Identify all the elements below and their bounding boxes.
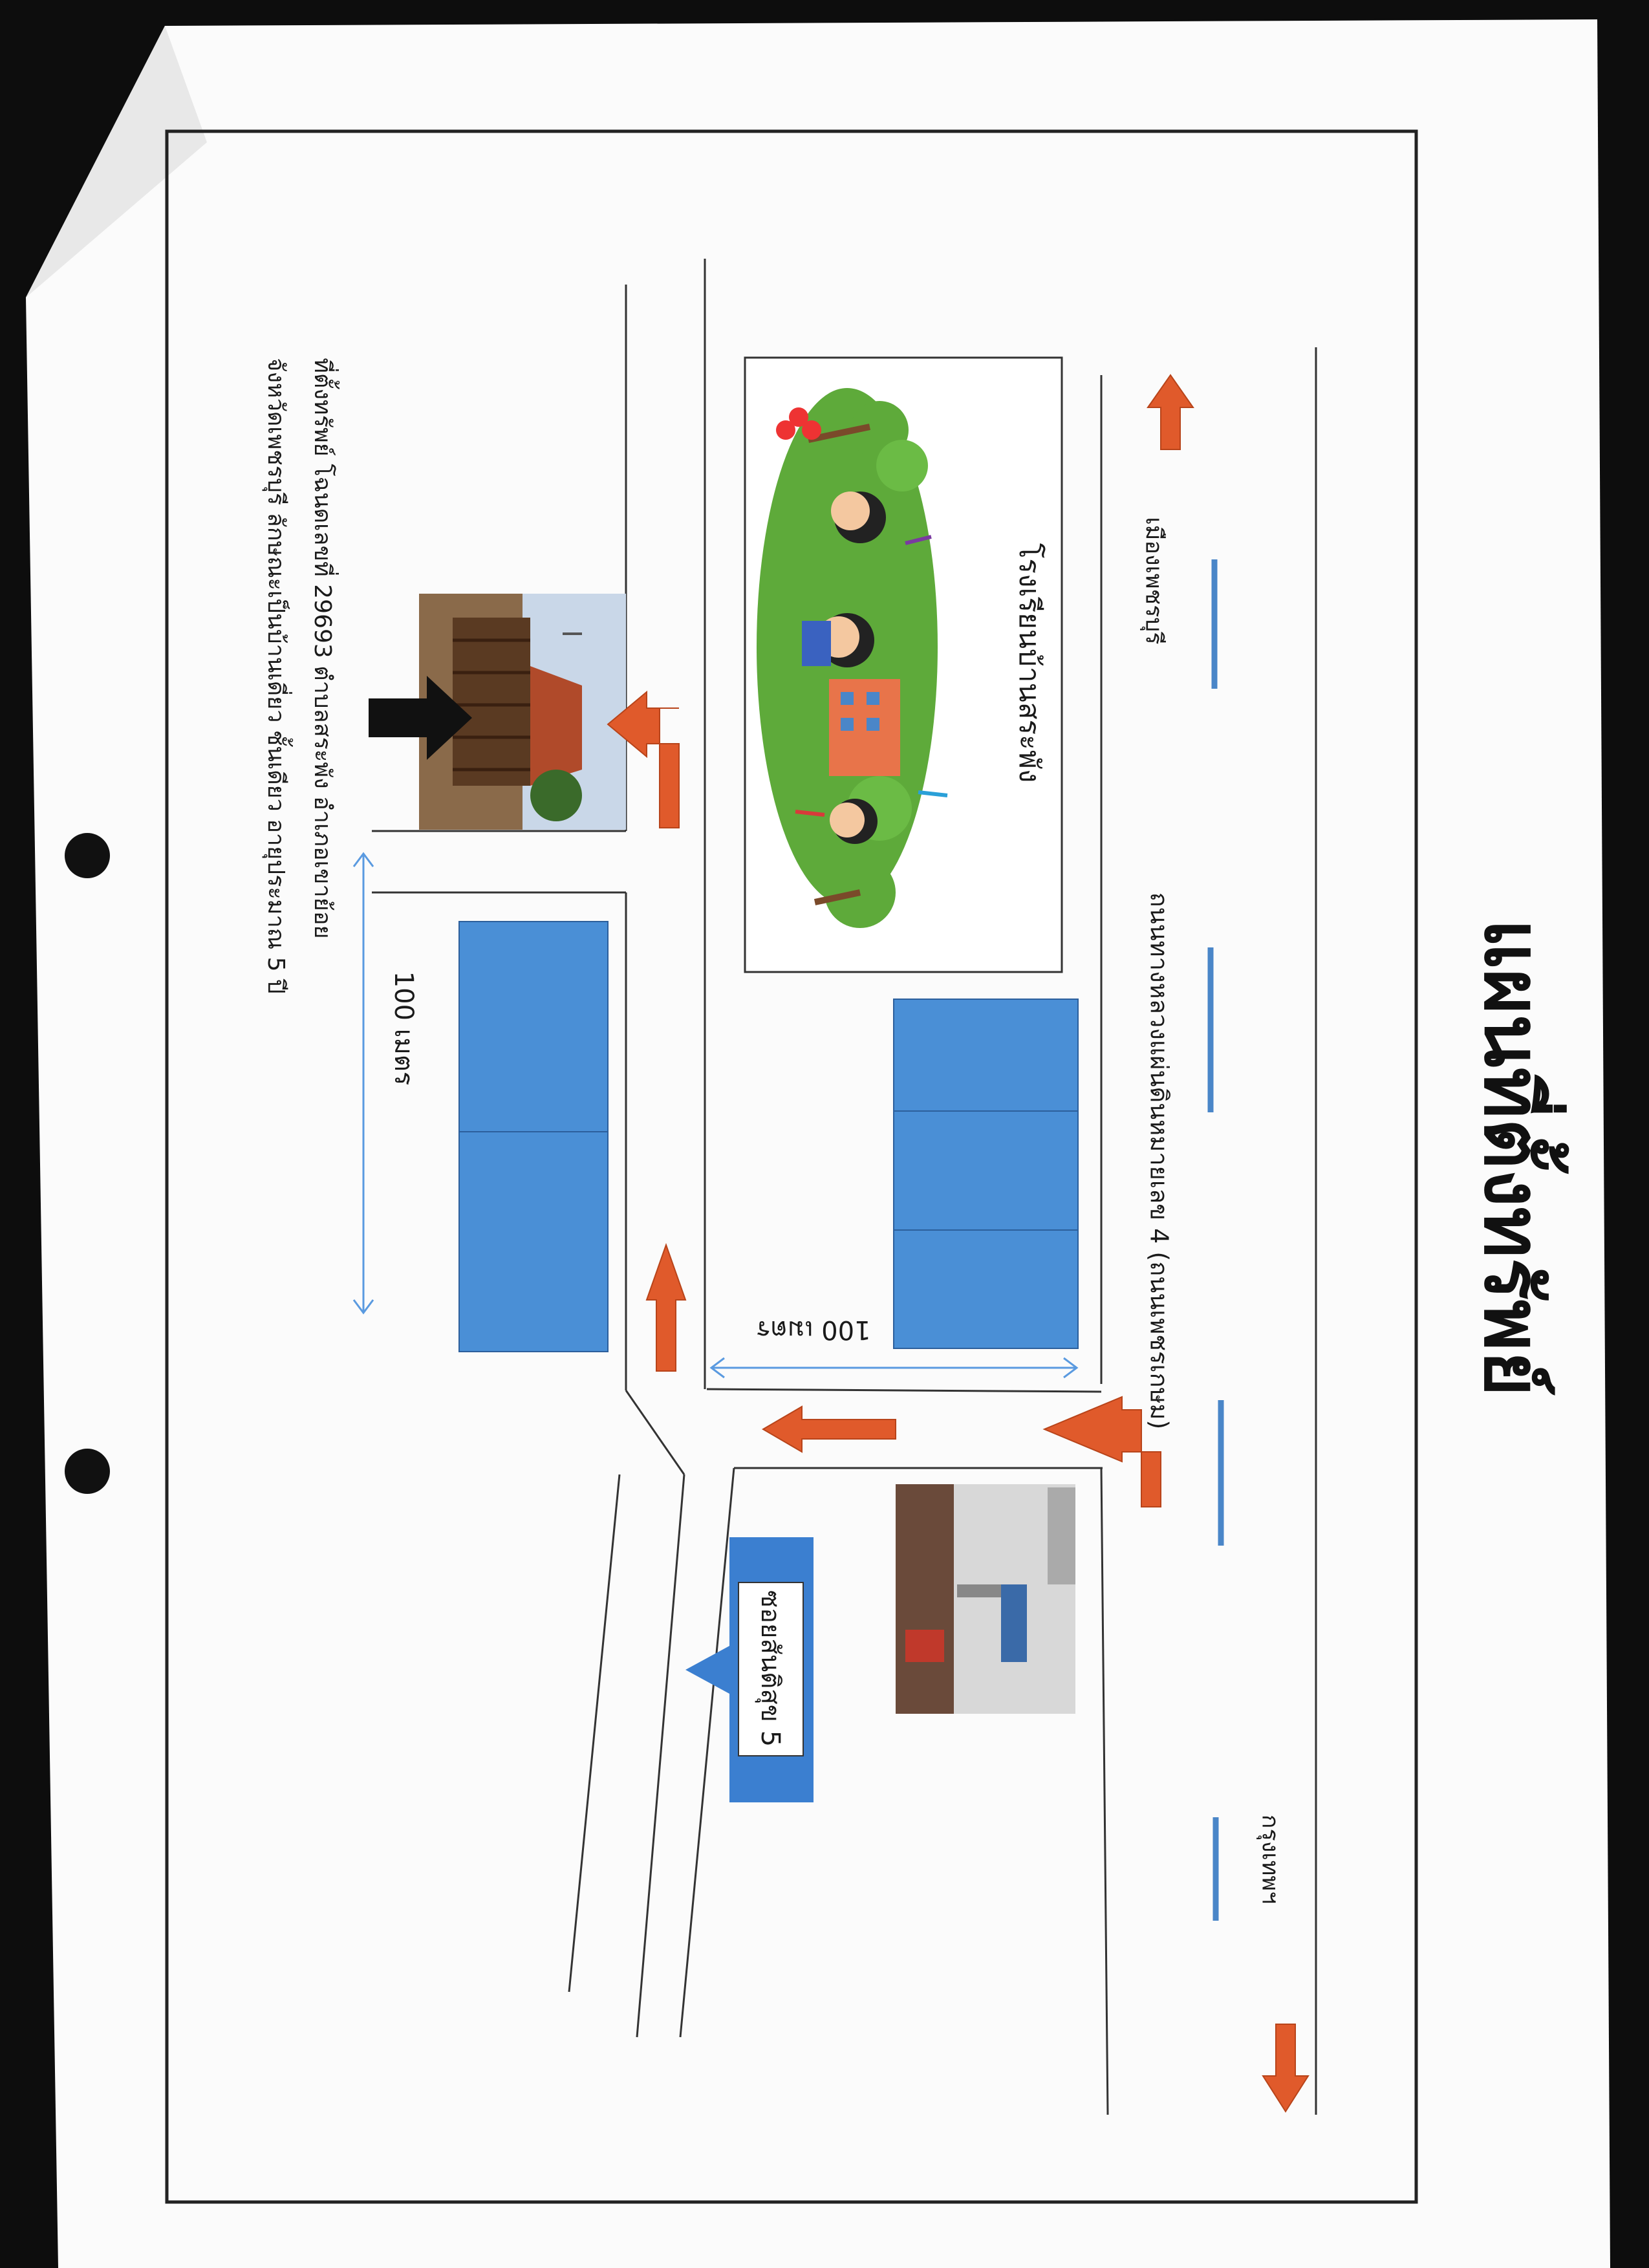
soi-entrance-edge [625,1390,685,1475]
school-illustration [757,388,948,928]
arrow-up-north [1147,374,1194,450]
soi-edge-bottom [706,1388,1102,1393]
orange-arrows [607,374,1310,2113]
direction-south-label: กรุงเทพฯ [1256,1814,1284,1905]
main-road-label: ถนนทางหลวงแผ่นดินหมายเลข 4 (ถนนเพชรเกษม) [1145,892,1174,1430]
punch-hole [65,1449,110,1494]
arrow-along-soi [645,1242,687,1372]
folded-corner [26,26,207,297]
turn-arrow-property [607,690,680,828]
main-road-edge-left-lower [1100,1467,1109,2115]
punch-hole [65,833,110,878]
arrow-into-soi [762,1405,896,1453]
turn-arrow-main [1042,1396,1161,1507]
distance-line-soi [352,852,374,1315]
property-description-line1: ที่ตั้งทรัพย์ โฉนดเลขที่ 29693 ตำบลสระพั… [309,358,336,939]
property-pointer-arrow [369,676,472,760]
soi-sign-label: ซอยสันติสุข 5 [755,1590,785,1747]
direction-north-label: เมืองเพชรบุรี [1140,517,1167,645]
main-distance-label: 100 เมตร [757,1315,871,1345]
arrow-down-south [1262,2024,1310,2113]
building-block [458,921,609,1352]
soi-sign-arrow [685,1646,729,1694]
soi-sign-inner [738,1582,804,1756]
soi-entrance-edge-5 [568,1474,621,1993]
map-title: แผนที่ตั้งทรัพย์ [1467,918,1557,1397]
distance-line-main [709,1357,1079,1379]
soi-entrance-edge-4 [679,1467,735,2038]
soi-sign-photo [896,1484,1075,1714]
property-description: ที่ตั้งทรัพย์ โฉนดเลขที่ 29693 ตำบลสระพั… [252,358,345,994]
school-name-label: โรงเรียนบ้านสระพัง [1013,543,1046,783]
soi-entrance-edge-2 [636,1474,685,2038]
property-description-line2: จังหวัดเพชรบุรี ลักษณะเป็นบ้านเดี่ยว ชั้… [263,358,289,994]
map-frame [165,129,1418,2204]
building-block [893,999,1079,1349]
soi-distance-label: 100 เมตร [389,971,418,1086]
